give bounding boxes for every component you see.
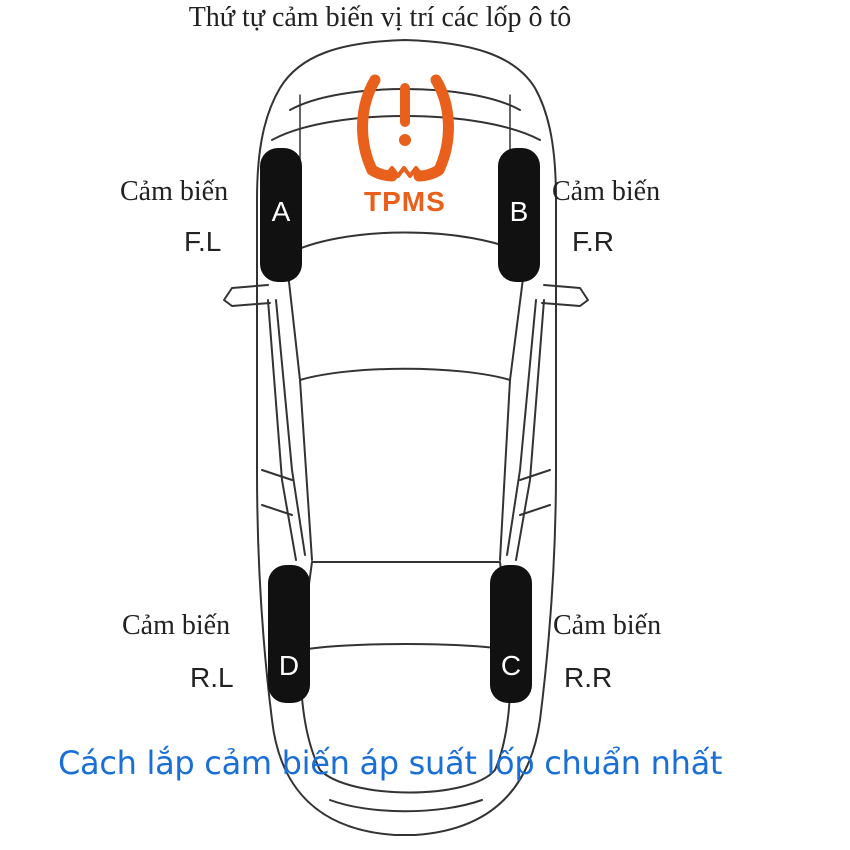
tpms-label: TPMS <box>364 186 446 217</box>
sensor-heading-rear-right: Cảm biến <box>553 610 662 641</box>
tire-rear-right <box>490 565 532 703</box>
left-mirror <box>223 284 271 307</box>
tire-letter-d: D <box>278 650 300 681</box>
sensor-heading-front-right: Cảm biến <box>552 176 661 207</box>
tpms-warning-icon <box>357 74 454 182</box>
tire-front-left <box>260 148 302 282</box>
tire-letter-c: C <box>500 650 522 681</box>
sensor-position-front-left: F.L <box>184 226 222 257</box>
sensor-heading-rear-left: Cảm biến <box>122 610 231 641</box>
sensor-position-front-right: F.R <box>572 226 614 257</box>
windshield <box>285 231 527 381</box>
tire-front-right <box>498 148 540 282</box>
rear-window <box>299 561 511 651</box>
diagram-title: Thứ tự cảm biến vị trí các lốp ô tô <box>188 2 572 33</box>
sensor-position-rear-right: R.R <box>564 662 613 693</box>
sensor-heading-front-left: Cảm biến <box>120 176 229 207</box>
tire-rear-left <box>268 565 310 703</box>
right-mirror <box>541 284 589 307</box>
caption: Cách lắp cảm biến áp suất lốp chuẩn nhất <box>58 744 723 782</box>
sensor-position-rear-left: R.L <box>190 662 234 693</box>
tire-letter-a: A <box>271 196 291 227</box>
car-body <box>256 39 557 836</box>
tire-letter-b: B <box>509 196 529 227</box>
